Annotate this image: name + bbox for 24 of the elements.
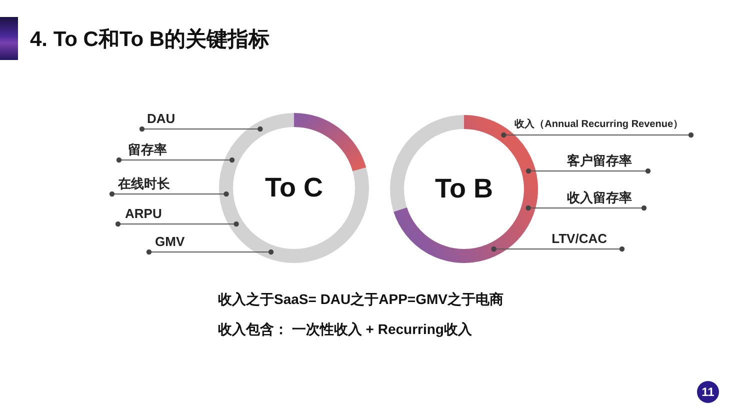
metric-label: GMV <box>149 234 185 252</box>
slide-title: 4. To C和To B的关键指标 <box>30 27 270 52</box>
leader-line <box>146 249 274 255</box>
ring-title: To C <box>265 172 323 204</box>
leader-line <box>109 191 229 197</box>
metric-label: 留存率 <box>119 142 167 160</box>
note-text: 收入之于SaaS= DAU之于APP=GMV之于电商 <box>218 290 504 308</box>
leader-line <box>116 157 235 163</box>
metric-label: 在线时长 <box>112 176 170 194</box>
page-number-badge: 11 <box>697 381 719 403</box>
metric-label: 客户留存率 <box>567 153 648 171</box>
leader-line <box>526 205 647 211</box>
leader-line <box>115 221 239 227</box>
leader-line <box>501 132 694 138</box>
leader-line <box>526 168 651 174</box>
metric-label: LTV/CAC <box>552 231 622 249</box>
metric-label: 收入（Annual Recurring Revenue） <box>514 117 691 135</box>
metric-label: ARPU <box>118 206 162 224</box>
leader-line <box>139 126 263 132</box>
leader-line <box>491 246 625 252</box>
metric-label: DAU <box>142 111 176 129</box>
ring-title: To B <box>435 174 493 204</box>
note-text: 收入包含： 一次性收入 + Recurring收入 <box>218 320 472 338</box>
metric-label: 收入留存率 <box>567 190 644 208</box>
